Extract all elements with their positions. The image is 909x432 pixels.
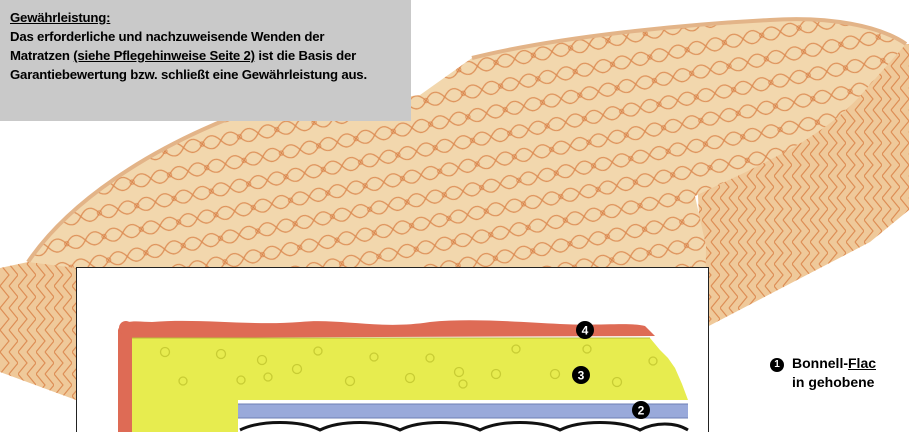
layer-marker-4: 4 — [576, 321, 594, 339]
warranty-line-2: Matratzen (siehe Pflegehinweise Seite 2)… — [10, 46, 403, 65]
care-instructions-reference: (siehe Pflegehinweise Seite 2) — [73, 48, 255, 63]
warranty-line-2-end: ist die Basis der — [255, 48, 356, 63]
warranty-line-3: Garantiebewertung bzw. schließt eine Gew… — [10, 65, 403, 84]
foam-layer — [132, 338, 688, 400]
legend-underlined-term: Flac — [848, 355, 876, 371]
legend-number-badge: 1 — [770, 358, 784, 372]
warranty-notice-box: Gewährleistung: Das erforderliche und na… — [0, 0, 411, 121]
legend-prefix: Bonnell- — [792, 355, 848, 371]
warranty-line-1: Das erforderliche und nachzuweisende Wen… — [10, 27, 403, 46]
marker-4-label: 4 — [582, 324, 589, 338]
feature-legend-item-1: 1 Bonnell-Flac in gehobene — [770, 354, 909, 392]
warranty-line-2-start: Matratzen — [10, 48, 73, 63]
legend-line-2: in gehobene — [770, 373, 909, 392]
padding-layer — [238, 404, 688, 418]
layer-marker-2: 2 — [632, 401, 650, 419]
cross-section-inset: 4 3 2 — [77, 268, 709, 432]
mattress-front-zigzag — [0, 262, 76, 400]
cover-left-wrap — [118, 334, 132, 432]
marker-2-label: 2 — [638, 404, 645, 418]
marker-3-label: 3 — [578, 369, 585, 383]
foam-left-block — [132, 400, 238, 432]
layer-marker-3: 3 — [572, 366, 590, 384]
legend-line-1: 1 Bonnell-Flac — [770, 354, 909, 373]
warranty-title: Gewährleistung: — [10, 8, 403, 27]
